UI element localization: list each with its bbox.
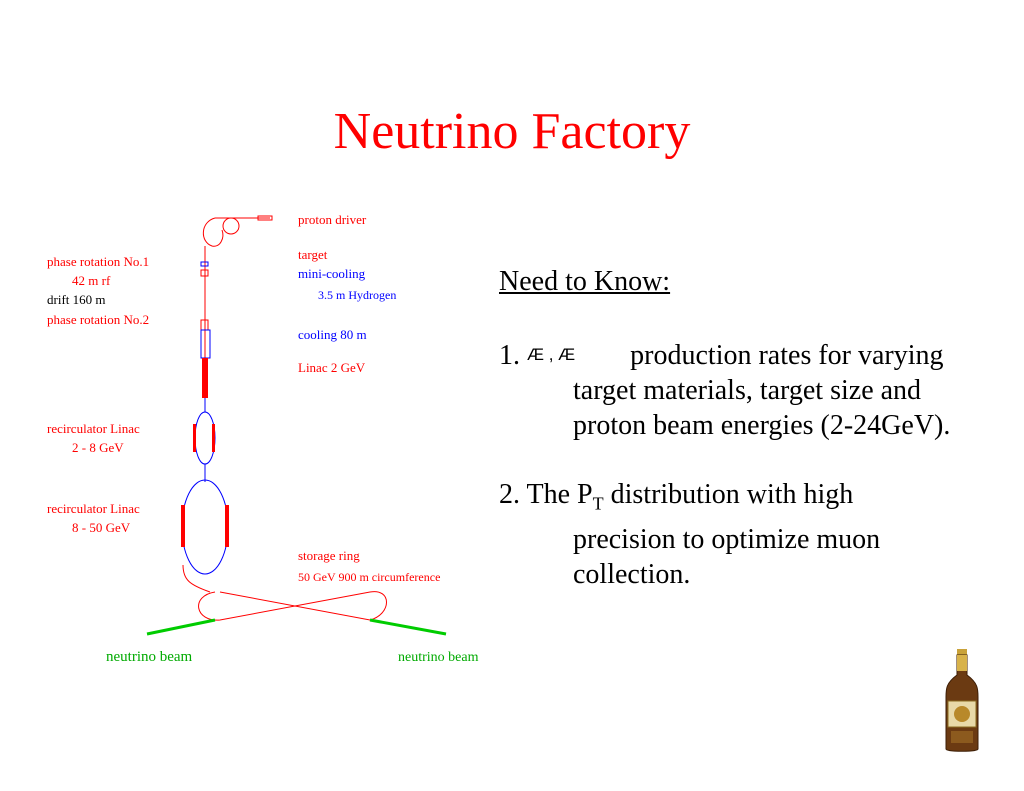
neutrino-beam-left-line: [146, 618, 216, 636]
label-target: target: [298, 247, 328, 262]
point-1-number: 1.: [499, 340, 520, 371]
storage-ring: [182, 564, 387, 621]
point-1-line-3: proton beam energies (2-24GeV).: [573, 410, 951, 441]
need-to-know-heading: Need to Know:: [499, 266, 671, 297]
point-1: 1. Æ , Æ production rates for varying ta…: [499, 337, 950, 443]
point-2: 2. The PT distribution with high precisi…: [499, 477, 880, 592]
particle-symbols: Æ , Æ: [527, 345, 576, 364]
label-storage-ring-spec: 50 GeV 900 m circumference: [298, 570, 440, 584]
label-neutrino-beam-left: neutrino beam: [106, 649, 193, 665]
label-hydrogen: 3.5 m Hydrogen: [318, 288, 396, 302]
label-phase-rotation-2: phase rotation No.2: [47, 312, 149, 327]
point-2-prefix: 2. The P: [499, 479, 593, 510]
recirculator-linac-1: [193, 411, 216, 465]
proton-driver: [202, 215, 273, 370]
label-recirc-2: recirculator Linac: [47, 501, 140, 516]
label-cooling: cooling 80 m: [298, 327, 367, 342]
recirculator-linac-2: [181, 479, 229, 575]
label-rf: 42 m rf: [72, 273, 111, 288]
point-2-line-3: collection.: [573, 558, 691, 590]
slide-title: Neutrino Factory: [333, 103, 691, 160]
label-recirc-2-energy: 8 - 50 GeV: [72, 520, 131, 535]
neutrino-factory-diagram: proton driver target mini-cooling 3.5 m …: [47, 212, 479, 665]
label-storage-ring: storage ring: [298, 548, 360, 563]
label-proton-driver: proton driver: [298, 212, 367, 227]
label-recirc-1-energy: 2 - 8 GeV: [72, 440, 124, 455]
point-2-line-2: precision to optimize muon: [573, 523, 881, 555]
point-2-line-1: distribution with high: [603, 479, 854, 510]
point-1-line-1: production rates for varying: [630, 340, 944, 371]
label-neutrino-beam-right: neutrino beam: [398, 650, 479, 665]
label-mini-cooling: mini-cooling: [298, 266, 366, 281]
target-component: [200, 261, 209, 277]
neutrino-beam-right-line: [369, 618, 447, 636]
point-1-line-2: target materials, target size and: [573, 375, 922, 406]
linac-component: [202, 358, 208, 412]
beer-bottle-icon: [945, 649, 979, 752]
label-recirc-1: recirculator Linac: [47, 421, 140, 436]
label-phase-rotation-1: phase rotation No.1: [47, 254, 149, 269]
label-drift: drift 160 m: [47, 292, 106, 307]
point-2-subscript: T: [592, 493, 604, 514]
label-linac: Linac 2 GeV: [298, 360, 366, 375]
